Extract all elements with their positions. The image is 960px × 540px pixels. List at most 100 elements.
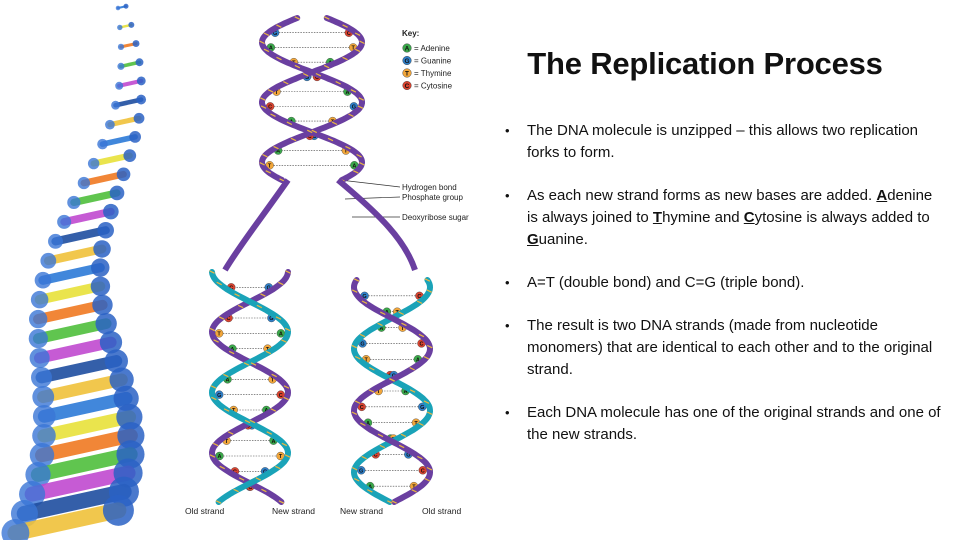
daughter-left-phosphate-tick (243, 362, 250, 366)
deco-bead (132, 40, 140, 48)
daughter-right-phosphate-tick (423, 400, 430, 404)
parent-helix-phosphate-tick (324, 16, 330, 20)
deco-bead (103, 203, 119, 220)
daughter-left-phosphate-tick (250, 362, 257, 366)
daughter-right-phosphate-tick (354, 355, 361, 360)
parent-helix-base-letter: G (352, 105, 356, 111)
parent-helix-phosphate-tick (273, 145, 279, 150)
deco-rung (60, 207, 115, 226)
daughter-left-phosphate-tick (228, 350, 235, 355)
deco-bead (48, 233, 63, 249)
daughter-right-base-letter: G (362, 294, 366, 300)
daughter-left-phosphate-tick (237, 304, 244, 309)
bullet-dot: • (505, 318, 510, 333)
parent-helix-base-letter: C (308, 134, 312, 140)
daughter-right-phosphate-tick (426, 411, 433, 415)
parent-helix-phosphate-tick (357, 105, 364, 109)
daughter-right-phosphate-tick (401, 322, 407, 327)
daughter-left-phosphate-tick (261, 488, 267, 493)
daughter-left-phosphate-tick (212, 442, 219, 447)
daughter-right-phosphate-tick (409, 389, 416, 393)
deco-bead (136, 94, 147, 105)
daughter-left-phosphate-tick (265, 350, 272, 355)
deco-rung (38, 262, 105, 285)
daughter-left-base-letter: T (279, 454, 283, 460)
deco-bead (34, 271, 52, 289)
daughter-right-phosphate-tick (411, 489, 417, 493)
deco-bead (67, 195, 81, 210)
daughter-left-phosphate-tick (283, 396, 289, 401)
daughter-left-phosphate-tick (256, 304, 263, 309)
bullet-text-underlined: C (743, 209, 755, 226)
daughter-right-phosphate-tick (351, 466, 358, 471)
daughter-right-phosphate-tick (351, 344, 358, 349)
daughter-right-base-letter: A (368, 484, 372, 490)
daughter-right-base-letter: T (377, 389, 381, 395)
slide-title: The Replication Process (527, 46, 883, 81)
daughter-left-phosphate-tick (215, 500, 222, 504)
daughter-right-phosphate-tick (354, 400, 361, 404)
key-swatch-letter: C (405, 83, 410, 90)
deco-bead (28, 328, 48, 349)
daughter-left-phosphate-tick (284, 454, 291, 458)
deco-bead (109, 185, 125, 201)
key-label: = Thymine (414, 69, 452, 78)
parent-helix-phosphate-tick (323, 64, 330, 69)
parent-helix-base-letter: A (269, 46, 273, 52)
daughter-right-base-letter: C (417, 294, 421, 300)
daughter-left-base-letter: A (226, 378, 230, 384)
daughter-right-phosphate-tick (418, 333, 425, 338)
daughter-left-base-letter: T (217, 332, 221, 338)
daughter-right-phosphate-tick (368, 389, 375, 393)
parent-helix-base-letter: G (312, 134, 316, 140)
parent-helix-phosphate-tick (262, 153, 268, 158)
daughter-right-phosphate-tick (353, 478, 360, 482)
daughter-right-phosphate-tick (351, 411, 358, 415)
daughter-right-phosphate-tick (351, 289, 358, 293)
daughter-left-phosphate-tick (211, 396, 217, 401)
parent-helix-base-letter: T (344, 149, 348, 155)
daughter-right-base-letter: G (359, 468, 363, 474)
daughter-left-phosphate-tick (210, 385, 217, 389)
deco-bead (29, 347, 50, 369)
parent-helix-phosphate-tick (294, 16, 300, 20)
daughter-right-phosphate-tick (379, 444, 386, 449)
parent-helix-phosphate-tick (342, 56, 348, 61)
daughter-left-base-letter: A (279, 332, 283, 338)
parent-helix-phosphate-tick (306, 129, 313, 134)
daughter-left-phosphate-tick (234, 293, 240, 297)
daughter-right-base-letter: A (416, 357, 420, 363)
fork-right-arm (336, 177, 418, 271)
deco-rung (70, 189, 121, 207)
deco-bead (30, 290, 49, 309)
daughter-left-phosphate-tick (213, 339, 219, 343)
daughter-right-phosphate-tick (369, 367, 375, 371)
daughter-right-phosphate-tick (423, 355, 430, 360)
daughter-left-phosphate-tick (233, 488, 239, 493)
deco-bead (95, 312, 117, 335)
key-swatch-a (402, 43, 412, 53)
deco-bead (57, 214, 72, 229)
parent-helix-phosphate-tick (354, 32, 361, 36)
daughter-right-phosphate-tick (400, 433, 407, 438)
parent-helix-base-letter: C (268, 105, 272, 111)
daughter-left-phosphate-tick (209, 270, 215, 274)
parent-helix-phosphate-tick (259, 97, 266, 101)
fork-left-arm (222, 178, 291, 272)
daughter-left-phosphate-tick (278, 500, 285, 504)
parent-helix-phosphate-tick (350, 89, 357, 93)
bullet-text: As each new strand forms as new bases ar… (527, 187, 932, 248)
bullet-item: •A=T (double bond) and C=G (triple bond)… (503, 272, 943, 294)
bullet-text: Each DNA molecule has one of the origina… (527, 404, 941, 443)
daughter-left-phosphate-tick (271, 373, 277, 378)
daughter-left-phosphate-tick (284, 327, 291, 332)
daughter-left-base-letter: C (248, 485, 252, 491)
deco-bead (102, 494, 134, 526)
deco-bead (87, 157, 100, 170)
daughter-left-phosphate-tick (278, 281, 284, 286)
daughter-left-phosphate-tick (255, 477, 262, 481)
decorative-dna-helix-image (1, 3, 147, 540)
daughter-right-base-letter: C (360, 405, 364, 411)
